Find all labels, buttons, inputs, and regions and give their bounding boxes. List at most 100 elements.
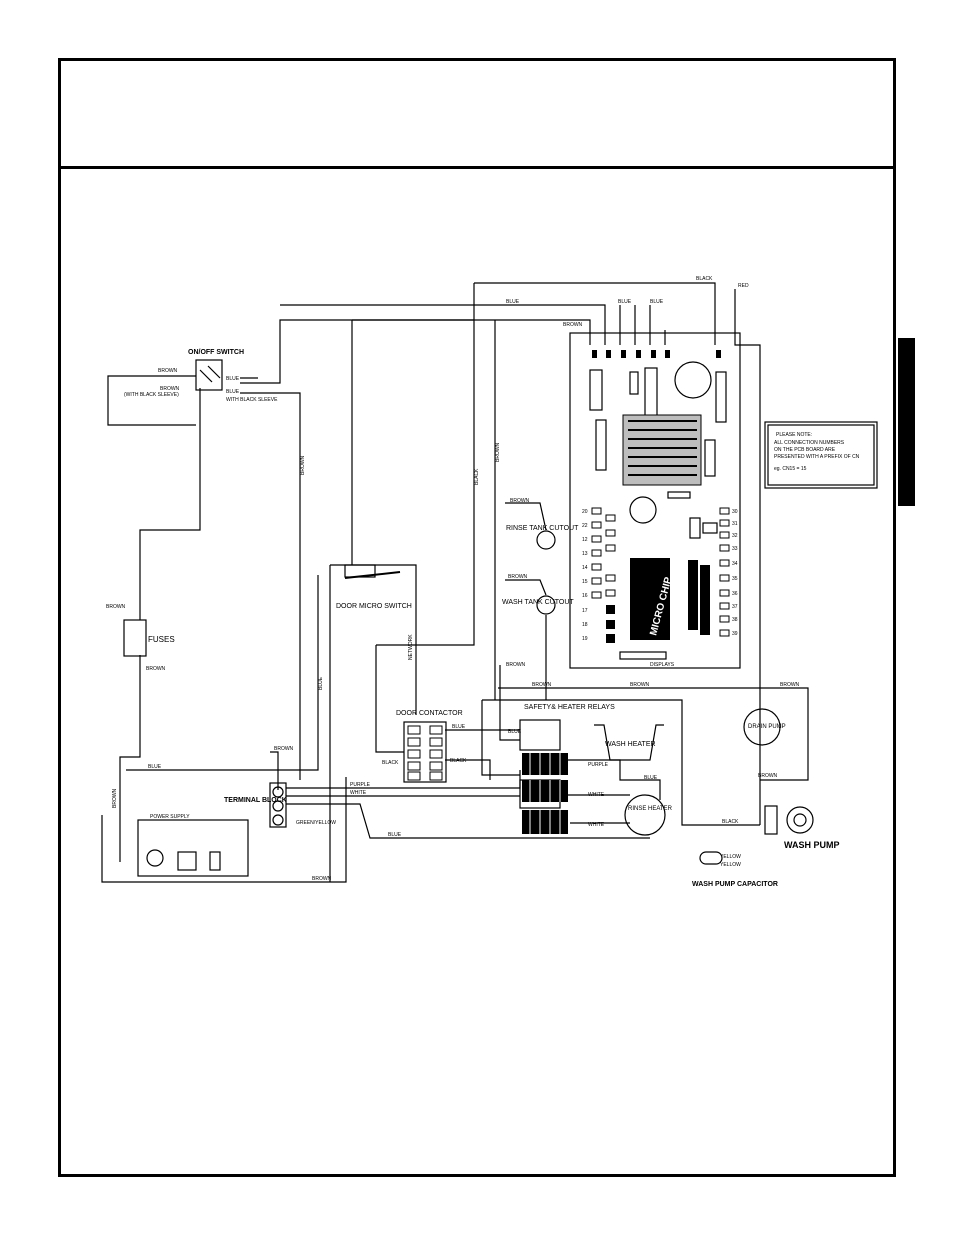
switch-blue-label: BLUE	[226, 376, 240, 382]
pcb-num: 20	[582, 509, 588, 515]
micro-chip-body	[630, 558, 670, 640]
note-line1: ALL CONNECTION NUMBERS	[774, 440, 845, 446]
wash-pump-label: WASH PUMP	[784, 840, 840, 850]
note-line4: eg. CN15 = 15	[774, 466, 807, 472]
rinse-heater-label: RINSE HEATER	[628, 806, 673, 812]
white-relay2-label: WHITE	[588, 822, 605, 828]
wire-blue-2	[280, 304, 606, 345]
relay-blocks	[522, 753, 568, 834]
pcb-num: 38	[732, 617, 738, 623]
blue-top1-label: BLUE	[506, 299, 520, 305]
pcb-num: 19	[582, 636, 588, 642]
on-off-switch-label: ON/OFF SWITCH	[188, 349, 244, 356]
purple-relay-label: PURPLE	[588, 762, 609, 768]
safety-heater-relays-label: SAFETY& HEATER RELAYS	[524, 704, 615, 711]
pcb-num: 33	[732, 546, 738, 552]
pcb-num: 39	[732, 631, 738, 637]
brown-top-label: BROWN	[563, 322, 583, 328]
pcb-heatsink	[622, 414, 702, 486]
wire-brown-switch-left	[107, 375, 196, 426]
blue-top3-label: BLUE	[650, 299, 664, 305]
yellow2-label: YELLOW	[720, 862, 741, 868]
pcb-num: 37	[732, 604, 738, 610]
black-relay-label: BLACK	[382, 760, 399, 766]
rinse-tank-cutout-label: RINSE TANK CUTOUT	[506, 525, 579, 532]
pcb-num: 32	[732, 533, 738, 539]
pcb-num: 31	[732, 521, 738, 527]
wire-black-door	[375, 645, 404, 753]
section-tab	[898, 338, 915, 506]
brown-rinse-label: BROWN	[510, 498, 530, 504]
fuse-brown-top-label: BROWN	[106, 604, 126, 610]
yellow1-label: YELLOW	[720, 854, 741, 860]
wash-pump-body	[786, 806, 814, 834]
note-line2: ON THE PCB BOARD ARE	[774, 447, 836, 453]
wire-relay-box	[482, 699, 760, 826]
black-pump-label: BLACK	[722, 819, 739, 825]
pcb-board	[569, 332, 741, 669]
relay-1	[519, 719, 561, 751]
pcb-num: 35	[732, 576, 738, 582]
brown-mid-label: BROWN	[274, 746, 294, 752]
note-title: PLEASE NOTE:	[776, 432, 812, 438]
blue-bottom-label: BLUE	[388, 832, 402, 838]
power-supply-label: POWER SUPPLY	[150, 814, 190, 820]
white-tb-label: WHITE	[350, 790, 367, 796]
network-label: NETWORK	[408, 634, 414, 660]
wire-brown-fuse-top	[139, 388, 201, 620]
header-box	[61, 61, 893, 169]
wash-heater-body	[594, 724, 664, 761]
brown-drain-lower-label: BROWN	[758, 773, 778, 779]
fuses-label: FUSES	[148, 635, 175, 644]
rinse-cutout-body	[536, 530, 556, 550]
wire-black-top	[474, 282, 716, 345]
black-relay2-label: BLACK	[450, 758, 467, 764]
blue-relay2-label: BLUE	[508, 729, 522, 735]
wire-blue-bottom	[286, 803, 650, 839]
brown-bottom-label: BROWN	[312, 876, 332, 882]
fuse-brown-bottom-label: BROWN	[146, 666, 166, 672]
purple-label: PURPLE	[350, 782, 371, 788]
pcb-num: 22	[582, 523, 588, 529]
door-micro-switch-label: DOOR MICRO SWITCH	[336, 603, 412, 610]
white-relay-label: WHITE	[588, 792, 605, 798]
fuse-body	[123, 619, 147, 657]
door-contactor-label: DOOR CONTACTOR	[396, 710, 463, 717]
brown-relay-left-label: BROWN	[506, 662, 526, 668]
brown-left-label: BROWN	[112, 788, 118, 808]
drain-pump-label: DRAIN PUMP	[748, 724, 786, 730]
switch-brown-label: BROWN	[158, 368, 178, 374]
red-top-label: RED	[738, 283, 749, 289]
wire-relay-left	[481, 700, 520, 776]
blue-heater-label: BLUE	[644, 775, 658, 781]
displays-label: DISPLAYS	[650, 662, 675, 668]
note-box	[764, 421, 878, 489]
wire-brown-mid	[270, 751, 279, 790]
door-contactor-body	[403, 721, 447, 783]
pcb-num: 17	[582, 608, 588, 614]
drain-pump-body	[743, 708, 781, 746]
black-vert-label: BLACK	[474, 468, 480, 485]
note-line3: PRESENTED WITH A PREFIX OF CN	[774, 454, 860, 460]
wire-blue-left	[126, 575, 319, 771]
wire-black-relay	[445, 759, 491, 780]
wire-brown-top	[352, 319, 591, 345]
wire-black-vert	[376, 320, 475, 646]
wire-red-top	[734, 289, 761, 710]
wire-brown-fuse-bottom	[119, 655, 141, 862]
pcb-num: 14	[582, 565, 588, 571]
pcb-num: 36	[732, 591, 738, 597]
pcb-num: 18	[582, 622, 588, 628]
pcb-num: 16	[582, 593, 588, 599]
blue-top2-label: BLUE	[618, 299, 632, 305]
wire-purple-relay	[560, 759, 661, 800]
wash-pump-capacitor-label: WASH PUMP CAPACITOR	[692, 881, 778, 888]
terminal-block-body	[269, 782, 287, 828]
switch-brown-sleeve-label: BROWN	[160, 386, 180, 392]
pcb-num: 15	[582, 579, 588, 585]
blue-vert-label: BLUE	[318, 676, 324, 690]
switch-with-sleeve2-label: WITH BLACK SLEEVE	[226, 397, 278, 403]
wire-brown-switch	[240, 392, 301, 780]
blue-left-label: BLUE	[148, 764, 162, 770]
